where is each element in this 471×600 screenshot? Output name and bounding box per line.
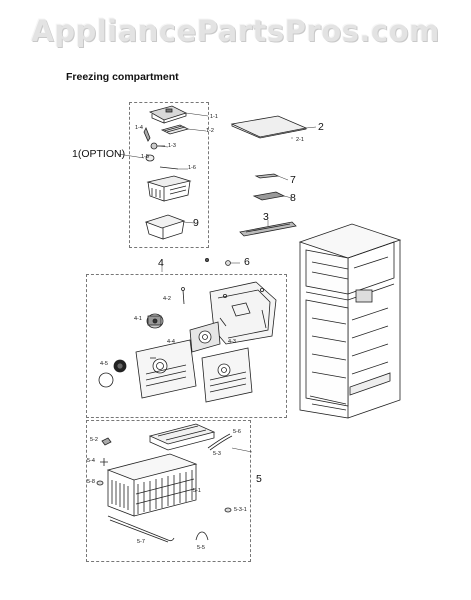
label-5: 5 — [256, 473, 262, 485]
label-5-3: 5-3 — [213, 451, 221, 457]
group-box-freezer-door-bin — [86, 420, 251, 562]
label-4-3: 4-3 — [228, 339, 236, 345]
part-1-1-ice-maker-top — [148, 105, 188, 124]
label-1-2: 1-2 — [206, 128, 214, 134]
label-2: 2 — [318, 121, 324, 133]
diagram-title: Freezing compartment — [66, 71, 179, 83]
part-1-4-bracket — [143, 127, 151, 142]
label-5-2: 5-2 — [90, 437, 98, 443]
part-1-5-clip — [145, 154, 155, 162]
label-1-option: 1(OPTION) — [72, 148, 126, 160]
label-1-5: 1-5 — [141, 154, 149, 160]
label-5-8: 5-8 — [87, 479, 95, 485]
part-refrigerator-cabinet — [298, 223, 402, 419]
group-box-evaporator-cover — [86, 274, 287, 418]
part-evaporator-cover-right — [201, 347, 253, 403]
label-2-1: 2-1 — [296, 137, 304, 143]
label-5-5: 5-5 — [197, 545, 205, 551]
part-4-4-evaporator-cover-front — [135, 339, 197, 399]
part-1-2-ice-tray — [160, 124, 190, 135]
part-5-1-drawer-basket — [106, 453, 198, 517]
part-ice-bucket — [146, 175, 192, 202]
label-4: 4 — [158, 257, 164, 269]
label-3: 3 — [263, 211, 269, 223]
part-4-5-fan-blade — [98, 359, 127, 388]
part-4-2-rod — [181, 287, 185, 305]
label-8: 8 — [290, 192, 296, 204]
label-1-3: 1-3 — [168, 143, 176, 149]
label-5-7: 5-7 — [137, 539, 145, 545]
part-5-2-hinge — [101, 437, 112, 446]
label-1-1: 1-1 — [210, 114, 218, 120]
label-4-4: 4-4 — [167, 339, 175, 345]
part-6-fastener — [204, 257, 231, 266]
part-5-5-clip — [195, 531, 209, 541]
label-4-5: 4-5 — [100, 361, 108, 367]
part-9-storage-bin — [144, 214, 186, 240]
part-2-shelf — [230, 115, 308, 139]
part-1-6-screw — [159, 166, 179, 170]
label-5-4: 5-4 — [87, 458, 95, 464]
part-4-1-fan-motor — [146, 313, 164, 329]
part-4-3-fan-shroud — [189, 321, 221, 353]
part-8-part — [252, 191, 286, 201]
label-5-1: 5-1 — [193, 488, 201, 494]
part-5-3-1-screw — [224, 507, 232, 513]
label-4-2: 4-2 — [163, 296, 171, 302]
group-box-ice-maker — [129, 102, 209, 248]
part-5-4-pin — [100, 458, 108, 466]
part-5-8-stopper — [96, 480, 104, 486]
label-7: 7 — [290, 174, 296, 186]
label-4-1: 4-1 — [134, 316, 142, 322]
part-3-rail — [239, 221, 297, 237]
label-6: 6 — [244, 256, 250, 268]
part-5-3-door-frame — [148, 423, 216, 451]
label-5-3-1: 5-3-1 — [234, 507, 247, 513]
part-5-7-front-bar — [107, 515, 175, 543]
part-5-6-rail — [207, 433, 233, 451]
part-7-part — [254, 173, 280, 179]
part-evaporator-cover-rear — [209, 281, 277, 345]
label-9: 9 — [193, 217, 199, 229]
label-1-4: 1-4 — [135, 125, 143, 131]
label-5-6: 5-6 — [233, 429, 241, 435]
watermark: AppliancePartsPros.com — [31, 14, 440, 48]
label-1-6: 1-6 — [188, 165, 196, 171]
